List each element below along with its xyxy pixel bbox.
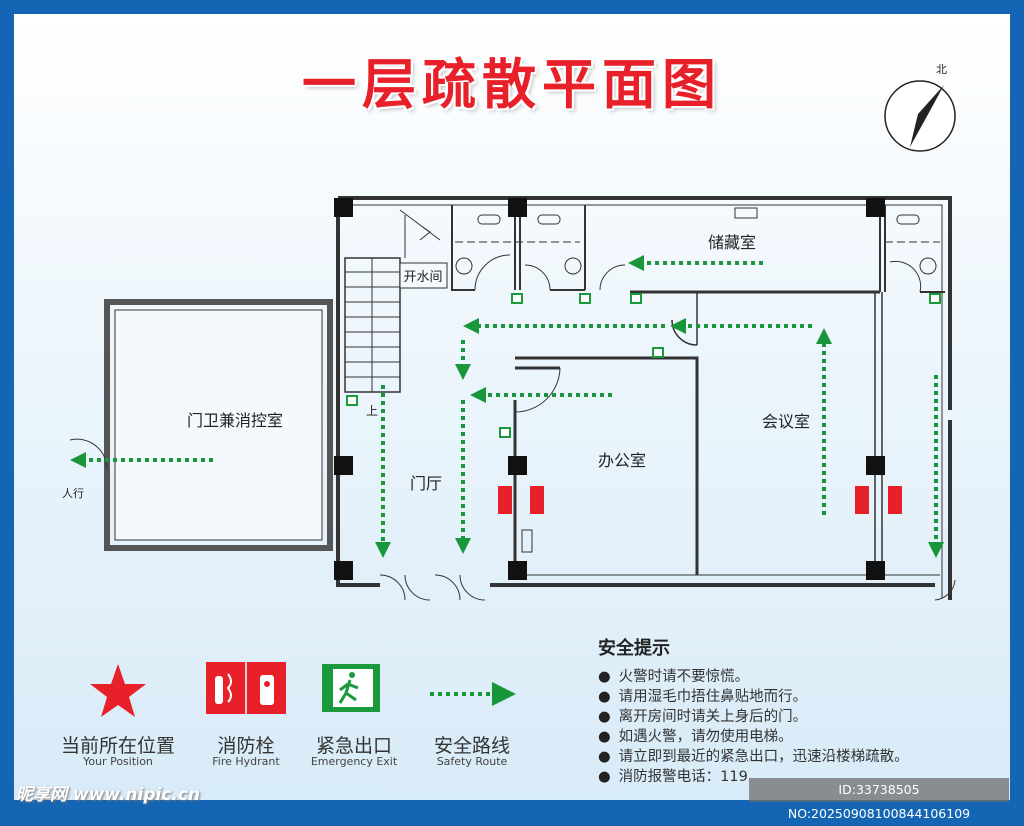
room-label-water: 开水间 (403, 270, 442, 285)
safety-tip: 消防报警电话：119 (598, 765, 748, 786)
room-label-office: 办公室 (598, 451, 646, 470)
legend-label-position: 当前所在位置 (60, 735, 175, 757)
star-icon (90, 664, 146, 717)
safety-tip: 如遇火警，请勿使用电梯。 (598, 725, 793, 746)
route-arrow-icon (430, 682, 516, 706)
safety-tip: 离开房间时请关上身后的门。 (598, 705, 808, 726)
page-title: 一层疏散平面图 (302, 53, 722, 116)
exit-sign-markers (346, 293, 941, 438)
room-label-meeting: 会议室 (762, 412, 810, 431)
stairs-up-label: 上 (366, 404, 378, 418)
watermark: 昵享网 www.nipic.cn (16, 785, 201, 805)
evacuation-routes (70, 255, 944, 558)
legend-label-exit: 紧急出口 (315, 735, 392, 757)
emergency-exit-icon (322, 664, 380, 712)
legend-sub-hydrant: Fire Hydrant (212, 755, 280, 768)
image-id-label: ID:33738505 NO:20250908100844106109 (749, 778, 1009, 821)
columns (334, 198, 885, 580)
room-label-guard: 门卫兼消控室 (187, 411, 283, 430)
compass-icon: 北 (884, 63, 956, 152)
pedestrian-door-label: 人行 (62, 487, 84, 500)
legend-sub-route: Safety Route (436, 755, 508, 768)
walls (69, 196, 956, 601)
legend-label-hydrant: 消防栓 (217, 735, 275, 757)
compass-label: 北 (936, 63, 947, 76)
legend-sub-exit: Emergency Exit (310, 755, 398, 768)
safety-tip: 火警时请不要惊慌。 (598, 665, 750, 686)
safety-tip: 请用湿毛巾捂住鼻贴地而行。 (598, 685, 808, 706)
legend-label-route: 安全路线 (433, 735, 510, 757)
fire-hydrant-icon (206, 662, 286, 714)
safety-tips-heading: 安全提示 (598, 638, 670, 659)
fire-hydrant-markers (498, 486, 902, 514)
room-label-lobby: 门厅 (410, 474, 442, 493)
legend-sub-position: Your Position (83, 755, 153, 768)
room-label-storage: 储藏室 (708, 233, 756, 252)
safety-tip: 请立即到最近的紧急出口，迅速沿楼梯疏散。 (598, 745, 909, 766)
